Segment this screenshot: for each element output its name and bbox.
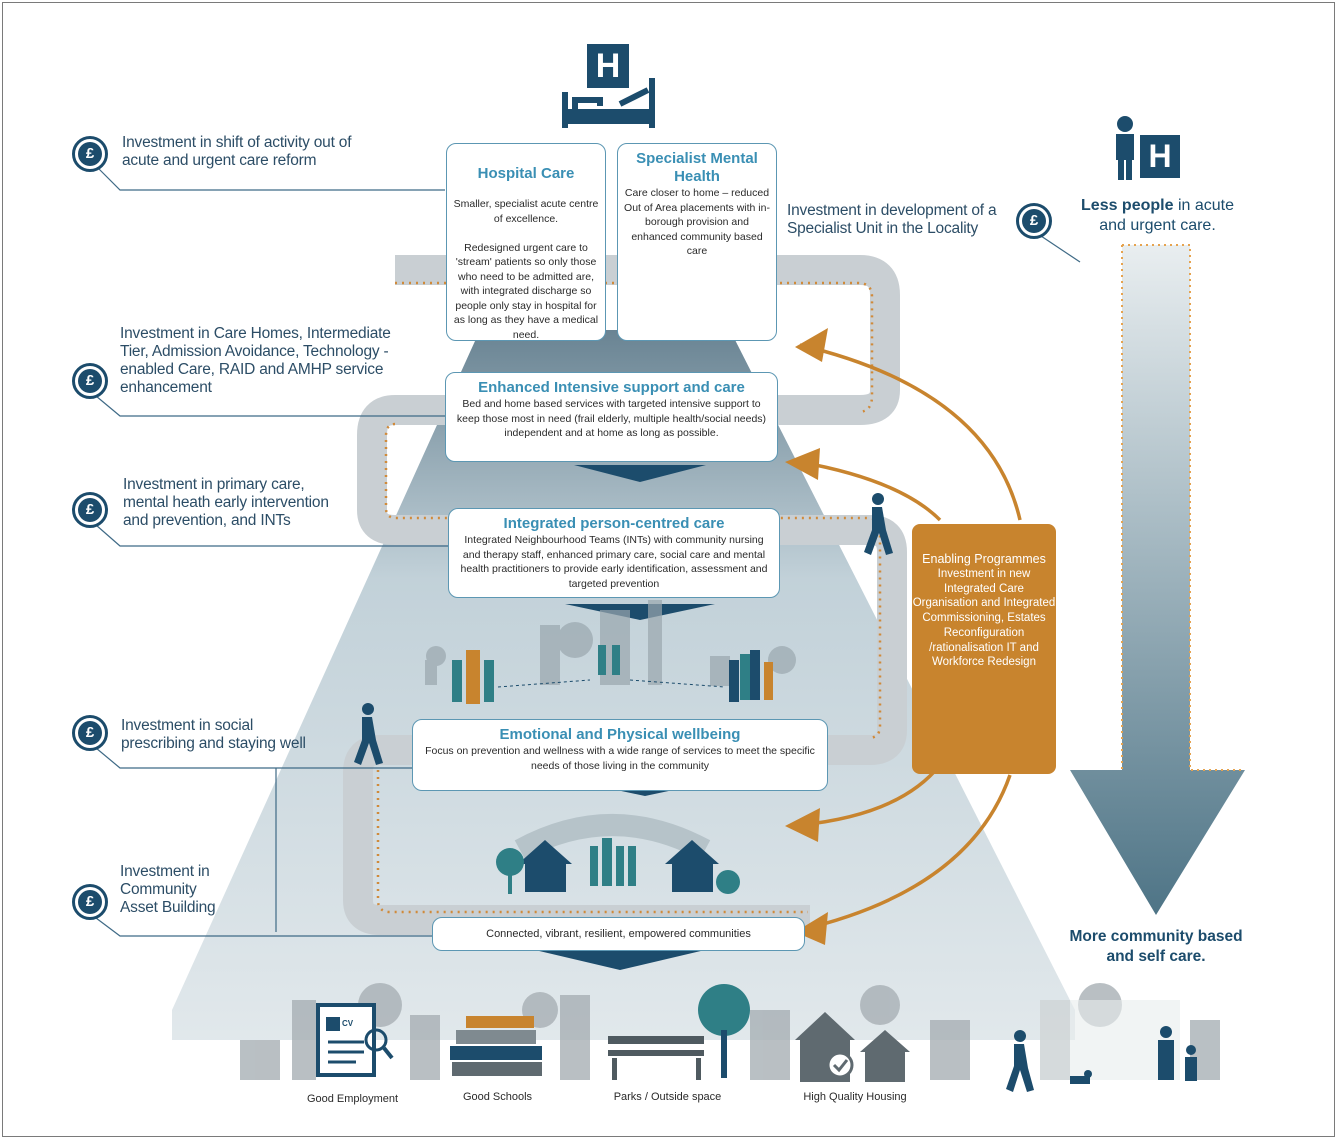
caption-parks: Parks / Outside space	[613, 1091, 722, 1103]
emotional-wellbeing-box: Emotional and Physical wellbeing Focus o…	[412, 719, 828, 791]
caption-housing: High Quality Housing	[803, 1091, 907, 1103]
enhanced-intensive-box: Enhanced Intensive support and care Bed …	[445, 372, 778, 462]
investment-primary-care: Investment in primary care, mental heath…	[123, 476, 329, 529]
pound-icon: £	[72, 492, 108, 528]
downward-arrow	[1070, 245, 1245, 915]
enabling-title: Enabling Programmes	[922, 552, 1046, 566]
investment-community-asset: Investment in Community Asset Building	[120, 863, 216, 916]
enhanced-body: Bed and home based services with targete…	[456, 398, 767, 439]
integrated-body: Integrated Neighbourhood Teams (INTs) wi…	[460, 534, 768, 590]
pound-icon: £	[1016, 203, 1052, 239]
hospital-h-icon: H	[595, 47, 621, 85]
hospital-care-title: Hospital Care	[477, 164, 575, 182]
less-people-text: Less people in acute and urgent care.	[1081, 197, 1234, 234]
connected-communities-box: Connected, vibrant, resilient, empowered…	[432, 917, 805, 951]
pound-icon: £	[72, 715, 108, 751]
side-hospital-icon: H	[1148, 138, 1172, 174]
enabling-programmes-box: Enabling Programmes Investment in new In…	[912, 524, 1056, 774]
enabling-body: Investment in new Integrated Care Organi…	[912, 568, 1056, 669]
more-community-text: More community based and self care.	[1069, 928, 1243, 965]
mental-health-body: Care closer to home – reduced Out of Are…	[624, 187, 770, 257]
emotional-title: Emotional and Physical wellbeing	[499, 726, 741, 743]
enhanced-title: Enhanced Intensive support and care	[478, 379, 745, 396]
pound-icon: £	[72, 884, 108, 920]
hospital-care-box: Hospital Care Smaller, specialist acute …	[446, 143, 606, 341]
pound-icon: £	[72, 136, 108, 172]
integrated-care-box: Integrated person-centred care Integrate…	[448, 508, 780, 598]
investment-specialist-unit: Investment in development of a Specialis…	[787, 202, 997, 237]
specialist-mental-health-box: Specialist Mental Health Care closer to …	[617, 143, 777, 341]
integrated-title: Integrated person-centred care	[503, 515, 725, 532]
investment-acute: Investment in shift of activity out of a…	[122, 134, 352, 169]
mental-health-title: Specialist Mental Health	[636, 150, 758, 185]
investment-social-prescribing: Investment in social prescribing and sta…	[121, 717, 306, 752]
cv-label: CV	[342, 1019, 354, 1028]
hospital-care-body: Smaller, specialist acute centre of exce…	[453, 198, 599, 341]
caption-schools: Good Schools	[462, 1091, 533, 1103]
pound-icon: £	[72, 363, 108, 399]
investment-care-homes: Investment in Care Homes, Intermediate T…	[120, 325, 391, 396]
emotional-body: Focus on prevention and wellness with a …	[425, 745, 815, 772]
caption-employment: Good Employment	[306, 1093, 399, 1105]
